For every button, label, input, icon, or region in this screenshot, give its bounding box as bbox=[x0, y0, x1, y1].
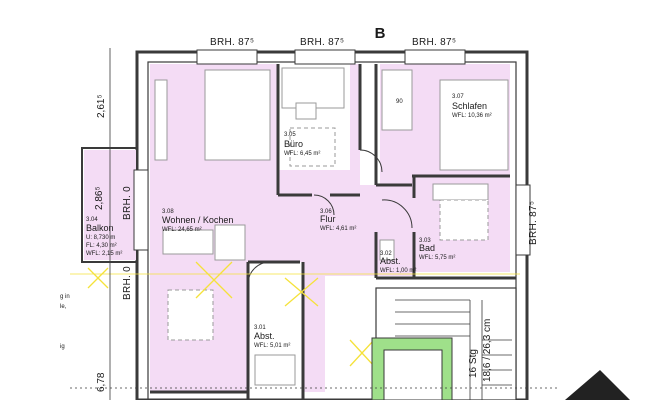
room-fl: FL: 4,30 m² bbox=[86, 243, 117, 249]
left-note-3: ig bbox=[60, 344, 65, 350]
room-abst: 3.01 Abst. WFL: 5,01 m² bbox=[254, 325, 290, 349]
room-number: 3.05 bbox=[284, 132, 296, 138]
dim-left-bottom: 6,78 bbox=[96, 372, 107, 392]
desk-width: 90 bbox=[396, 99, 403, 105]
brh-label-top-1: BRH. 87⁵ bbox=[210, 37, 254, 48]
stairs-count: 16 Stg bbox=[468, 349, 479, 378]
room-abst-small: 3.02 Abst. WFL: 1,00 m² bbox=[380, 251, 416, 274]
room-area: WFL: 5,01 m² bbox=[254, 343, 290, 349]
room-number: 3.04 bbox=[86, 217, 98, 223]
inner-walls bbox=[150, 64, 516, 400]
brh-label-top-3: BRH. 87⁵ bbox=[412, 37, 456, 48]
dim-left-top: 2,61⁵ bbox=[96, 94, 107, 118]
room-schlafen: 3.07 Schlafen WFL: 10,36 m² bbox=[452, 94, 492, 119]
room-name: Balkon bbox=[86, 223, 114, 233]
room-area: WFL: 4,61 m² bbox=[320, 226, 356, 232]
room-number: 3.07 bbox=[452, 94, 464, 100]
furniture bbox=[154, 67, 509, 386]
room-name: Abst. bbox=[380, 256, 401, 266]
door-arcs bbox=[247, 149, 413, 285]
room-name: Schlafen bbox=[452, 101, 487, 111]
brh-label-top-2: BRH. 87⁵ bbox=[300, 37, 344, 48]
dimension-lines bbox=[70, 48, 560, 400]
left-note-2: le, bbox=[60, 304, 67, 310]
room-name: Flur bbox=[320, 214, 336, 224]
room-name: Abst. bbox=[254, 331, 275, 341]
room-name: Büro bbox=[284, 139, 303, 149]
yellow-x-marks bbox=[87, 261, 375, 367]
room-area: WFL: 1,00 m² bbox=[380, 268, 416, 274]
top-windows bbox=[133, 49, 531, 256]
room-u: U: 8,730 m bbox=[86, 235, 115, 241]
room-buero: 3.05 Büro WFL: 6,45 m² bbox=[284, 132, 320, 157]
room-area: WFL: 2,15 m² bbox=[86, 251, 122, 257]
stairs-ratio: 18,6 / 26,3 cm bbox=[482, 319, 493, 382]
room-number: 3.08 bbox=[162, 209, 174, 215]
room-wohnen: 3.08 Wohnen / Kochen WFL: 24,65 m² bbox=[162, 209, 233, 233]
room-number: 3.06 bbox=[320, 209, 332, 215]
dim-balcony: 2,86⁵ bbox=[94, 186, 105, 210]
room-area: WFL: 10,36 m² bbox=[452, 113, 492, 119]
room-balkon: 3.04 Balkon U: 8,730 m FL: 4,30 m² WFL: … bbox=[86, 217, 122, 257]
room-area: WFL: 6,45 m² bbox=[284, 151, 320, 157]
room-number: 3.02 bbox=[380, 251, 392, 257]
room-flur: 3.06 Flur WFL: 4,61 m² bbox=[320, 209, 356, 232]
staircase bbox=[371, 287, 630, 400]
room-bad: 3.03 Bad WFL: 5,75 m² bbox=[419, 238, 455, 261]
room-area: WFL: 24,65 m² bbox=[162, 227, 202, 233]
room-number: 3.03 bbox=[419, 238, 431, 244]
left-note-1: g in bbox=[60, 294, 70, 300]
room-area: WFL: 5,75 m² bbox=[419, 255, 455, 261]
section-marker: B bbox=[375, 25, 386, 42]
brh-label-right: BRH. 87⁵ bbox=[528, 201, 539, 245]
room-name: Wohnen / Kochen bbox=[162, 215, 233, 225]
room-number: 3.01 bbox=[254, 325, 266, 331]
room-name: Bad bbox=[419, 243, 435, 253]
brh-label-left-lower: BRH. 0 bbox=[122, 266, 133, 300]
brh-label-left-upper: BRH. 0 bbox=[122, 186, 133, 220]
